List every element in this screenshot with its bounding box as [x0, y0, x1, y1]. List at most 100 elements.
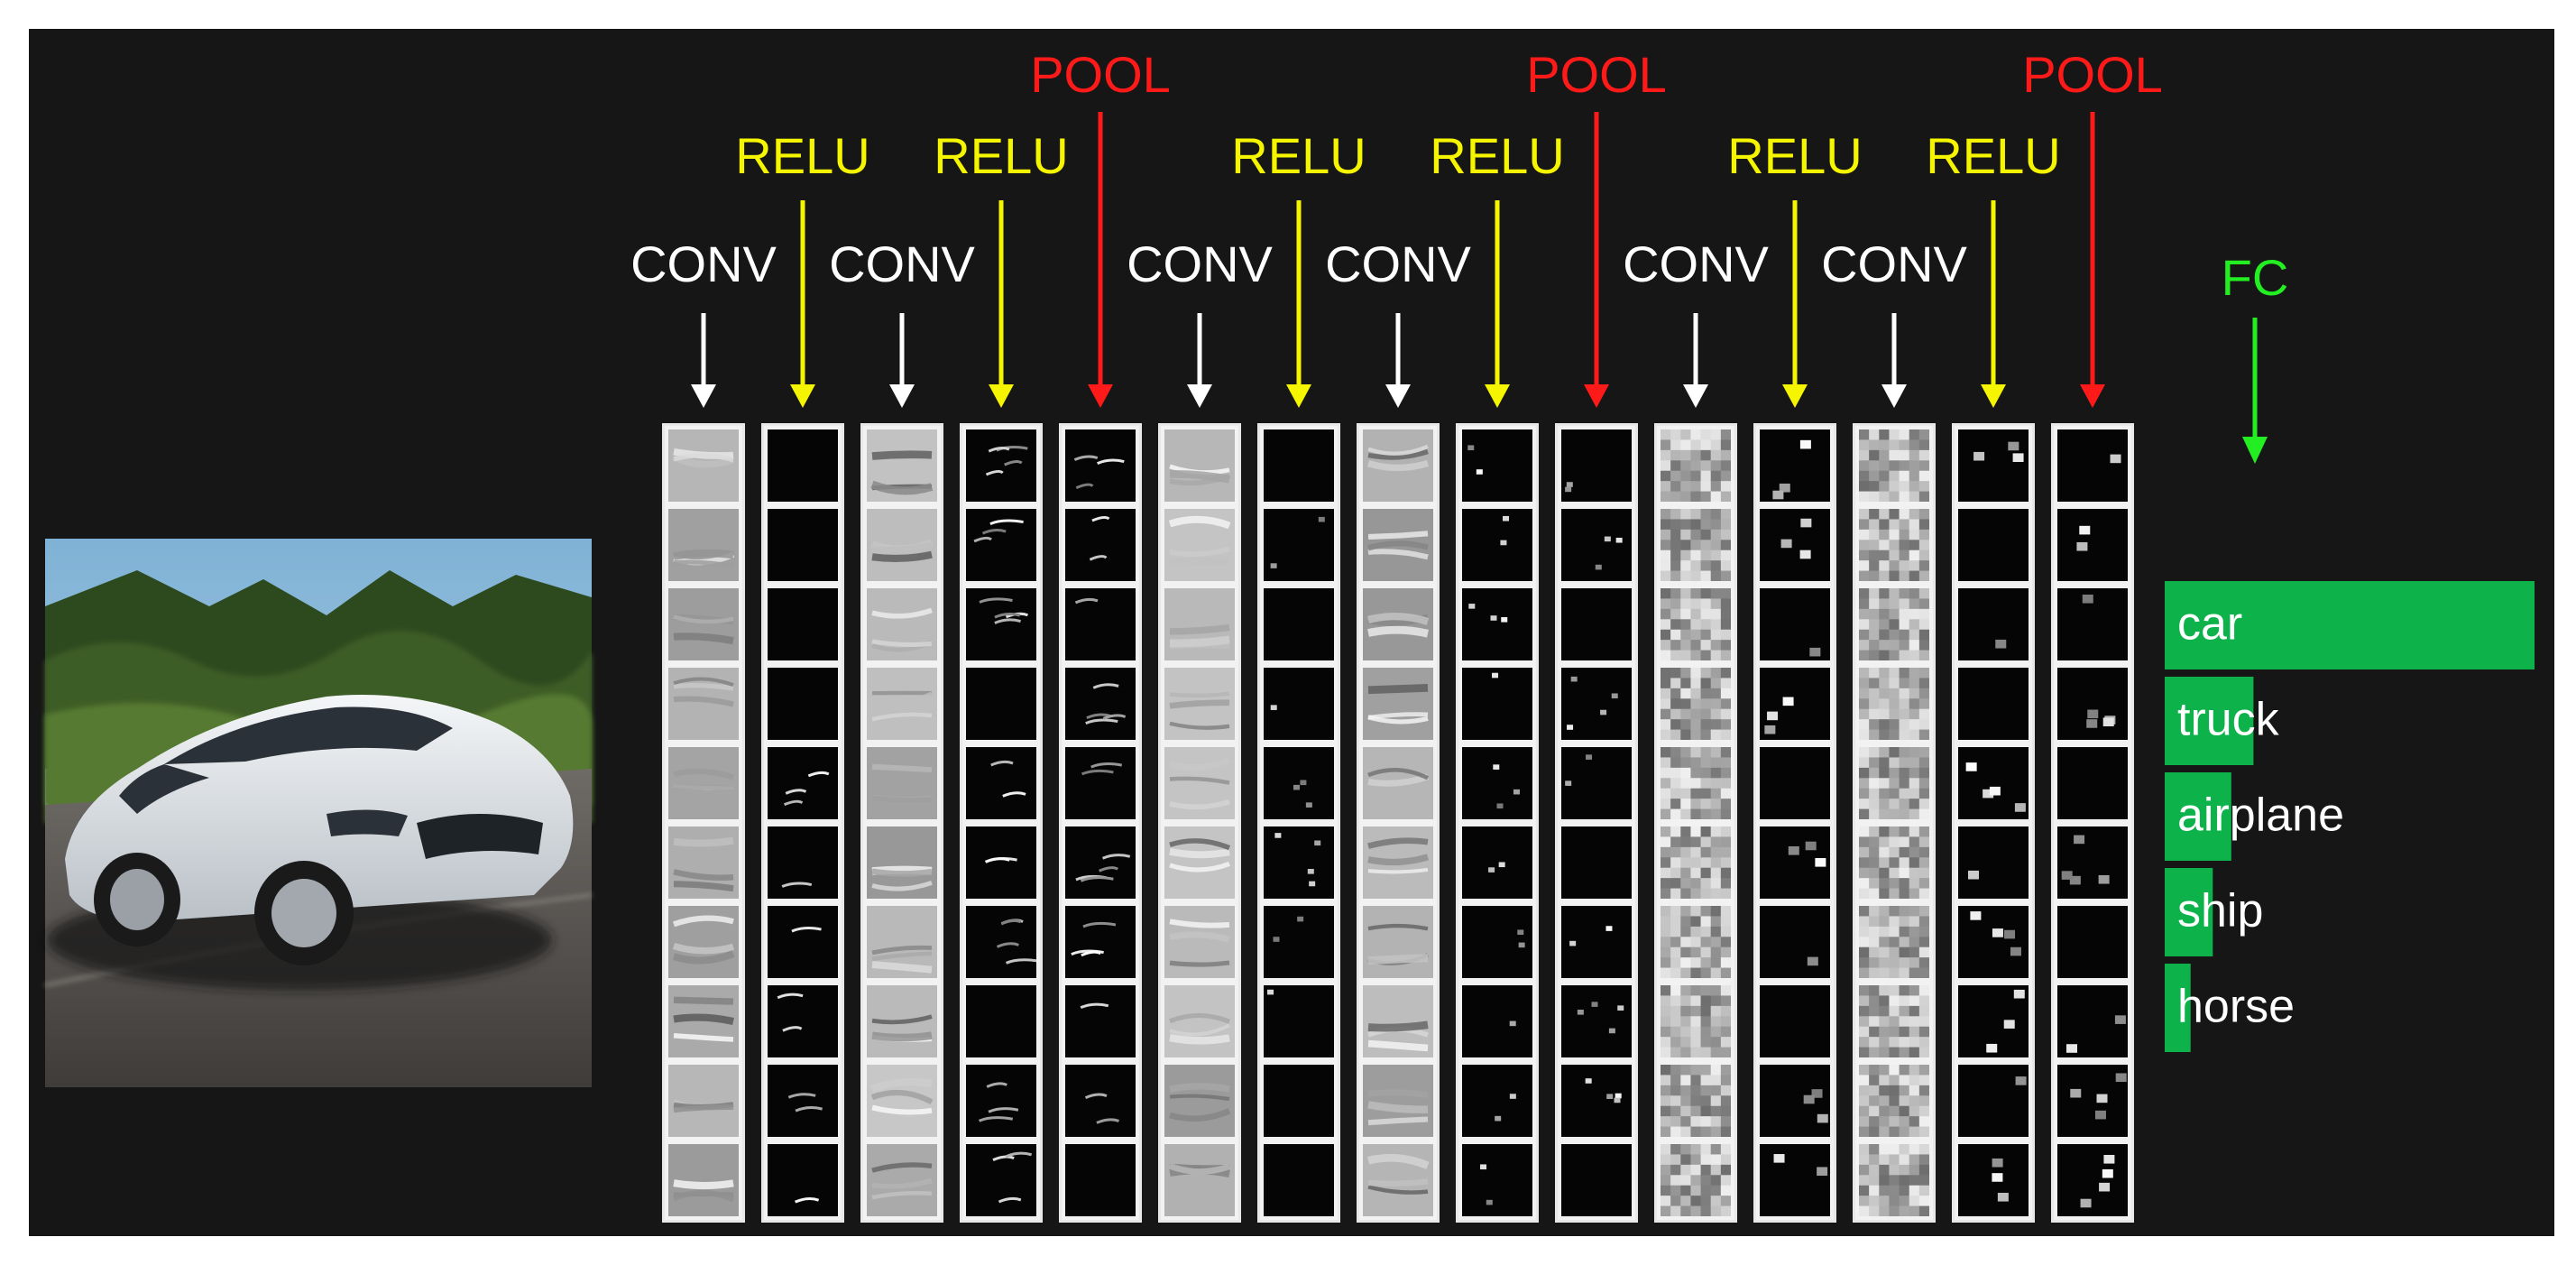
feature-map	[863, 585, 941, 664]
feature-map	[1955, 902, 2032, 982]
layer-13-conv: CONV	[1821, 235, 1968, 1223]
feature-map	[1756, 664, 1834, 743]
feature-map	[2054, 585, 2131, 664]
feature-map	[665, 664, 742, 743]
feature-map	[1855, 902, 1933, 982]
layer-2-relu: RELU	[735, 127, 870, 1223]
feature-map	[1558, 505, 1635, 585]
feature-map	[1657, 585, 1734, 664]
feature-map	[2054, 982, 2131, 1061]
layer-label-conv: CONV	[1623, 235, 1769, 292]
feature-map	[1855, 743, 1933, 823]
feature-map	[1161, 743, 1238, 823]
feature-map	[1855, 982, 1933, 1061]
feature-map	[1161, 1140, 1238, 1220]
layer-label-conv: CONV	[630, 235, 777, 292]
class-label: car	[2177, 598, 2242, 651]
feature-map	[1756, 982, 1834, 1061]
layer-8-conv: CONV	[1325, 235, 1472, 1223]
feature-map	[764, 823, 842, 902]
feature-map	[1756, 1140, 1834, 1220]
score-bar	[2165, 581, 2535, 669]
feature-map	[1359, 426, 1437, 505]
down-arrow-icon	[1286, 384, 1311, 408]
feature-map	[1855, 585, 1933, 664]
feature-map	[1756, 1061, 1834, 1140]
feature-map	[1855, 823, 1933, 902]
feature-map	[1359, 505, 1437, 585]
feature-map	[2054, 902, 2131, 982]
class-score-car: car	[2165, 581, 2535, 669]
feature-map	[764, 743, 842, 823]
feature-map	[1558, 982, 1635, 1061]
feature-map	[1558, 1140, 1635, 1220]
feature-map	[665, 426, 742, 505]
feature-map	[1955, 585, 2032, 664]
layer-label-relu: RELU	[934, 127, 1068, 184]
fc-layer: FC	[2222, 249, 2289, 464]
feature-map	[1955, 823, 2032, 902]
layer-4-relu: RELU	[934, 127, 1069, 1223]
feature-map	[1558, 585, 1635, 664]
feature-map	[863, 426, 941, 505]
feature-map	[1657, 982, 1734, 1061]
layer-label-conv: CONV	[1127, 235, 1273, 292]
feature-map	[764, 426, 842, 505]
feature-map	[2054, 426, 2131, 505]
class-score-airplane: airplane	[2165, 772, 2344, 861]
feature-map	[1756, 743, 1834, 823]
feature-map	[1161, 982, 1238, 1061]
feature-map	[1161, 823, 1238, 902]
layer-label-relu: RELU	[1926, 127, 2060, 184]
feature-map	[1657, 902, 1734, 982]
layer-15-pool: POOL	[2022, 46, 2163, 1223]
feature-map	[1260, 982, 1338, 1061]
feature-map	[1558, 426, 1635, 505]
class-label: horse	[2177, 981, 2295, 1033]
feature-map	[962, 1140, 1040, 1220]
feature-map	[1657, 1061, 1734, 1140]
feature-map	[1062, 902, 1139, 982]
feature-map	[2054, 505, 2131, 585]
layer-label-pool: POOL	[1526, 46, 1667, 103]
feature-map	[1458, 664, 1536, 743]
feature-map	[1359, 664, 1437, 743]
class-score-truck: truck	[2165, 677, 2280, 765]
feature-map	[1260, 585, 1338, 664]
feature-map	[764, 1061, 842, 1140]
feature-map	[1359, 823, 1437, 902]
feature-map	[1855, 664, 1933, 743]
feature-map	[863, 505, 941, 585]
feature-map	[665, 1061, 742, 1140]
feature-map	[863, 743, 941, 823]
feature-map	[962, 426, 1040, 505]
fc-label: FC	[2222, 249, 2289, 306]
feature-map	[1657, 664, 1734, 743]
feature-map	[1260, 664, 1338, 743]
feature-map	[1062, 743, 1139, 823]
feature-map	[1260, 743, 1338, 823]
layer-6-conv: CONV	[1127, 235, 1274, 1223]
feature-map	[1260, 1061, 1338, 1140]
feature-map	[863, 1140, 941, 1220]
score-bar	[2165, 964, 2191, 1052]
feature-map	[1558, 743, 1635, 823]
feature-map	[1855, 1140, 1933, 1220]
feature-map	[863, 902, 941, 982]
layer-label-relu: RELU	[1231, 127, 1366, 184]
layer-label-pool: POOL	[2022, 46, 2163, 103]
feature-map	[1855, 505, 1933, 585]
input-image	[44, 539, 593, 1087]
feature-map	[1458, 1140, 1536, 1220]
feature-map	[665, 743, 742, 823]
cnn-diagram: CONVRELUCONVRELUPOOLCONVRELUCONVRELUPOOL…	[44, 46, 2535, 1223]
feature-map	[764, 585, 842, 664]
class-score-ship: ship	[2165, 868, 2263, 956]
score-bar	[2165, 677, 2254, 765]
feature-map	[2054, 1061, 2131, 1140]
layer-label-conv: CONV	[1325, 235, 1471, 292]
layer-label-conv: CONV	[1821, 235, 1967, 292]
feature-map	[1062, 1140, 1139, 1220]
feature-map	[1062, 823, 1139, 902]
feature-map	[2054, 743, 2131, 823]
